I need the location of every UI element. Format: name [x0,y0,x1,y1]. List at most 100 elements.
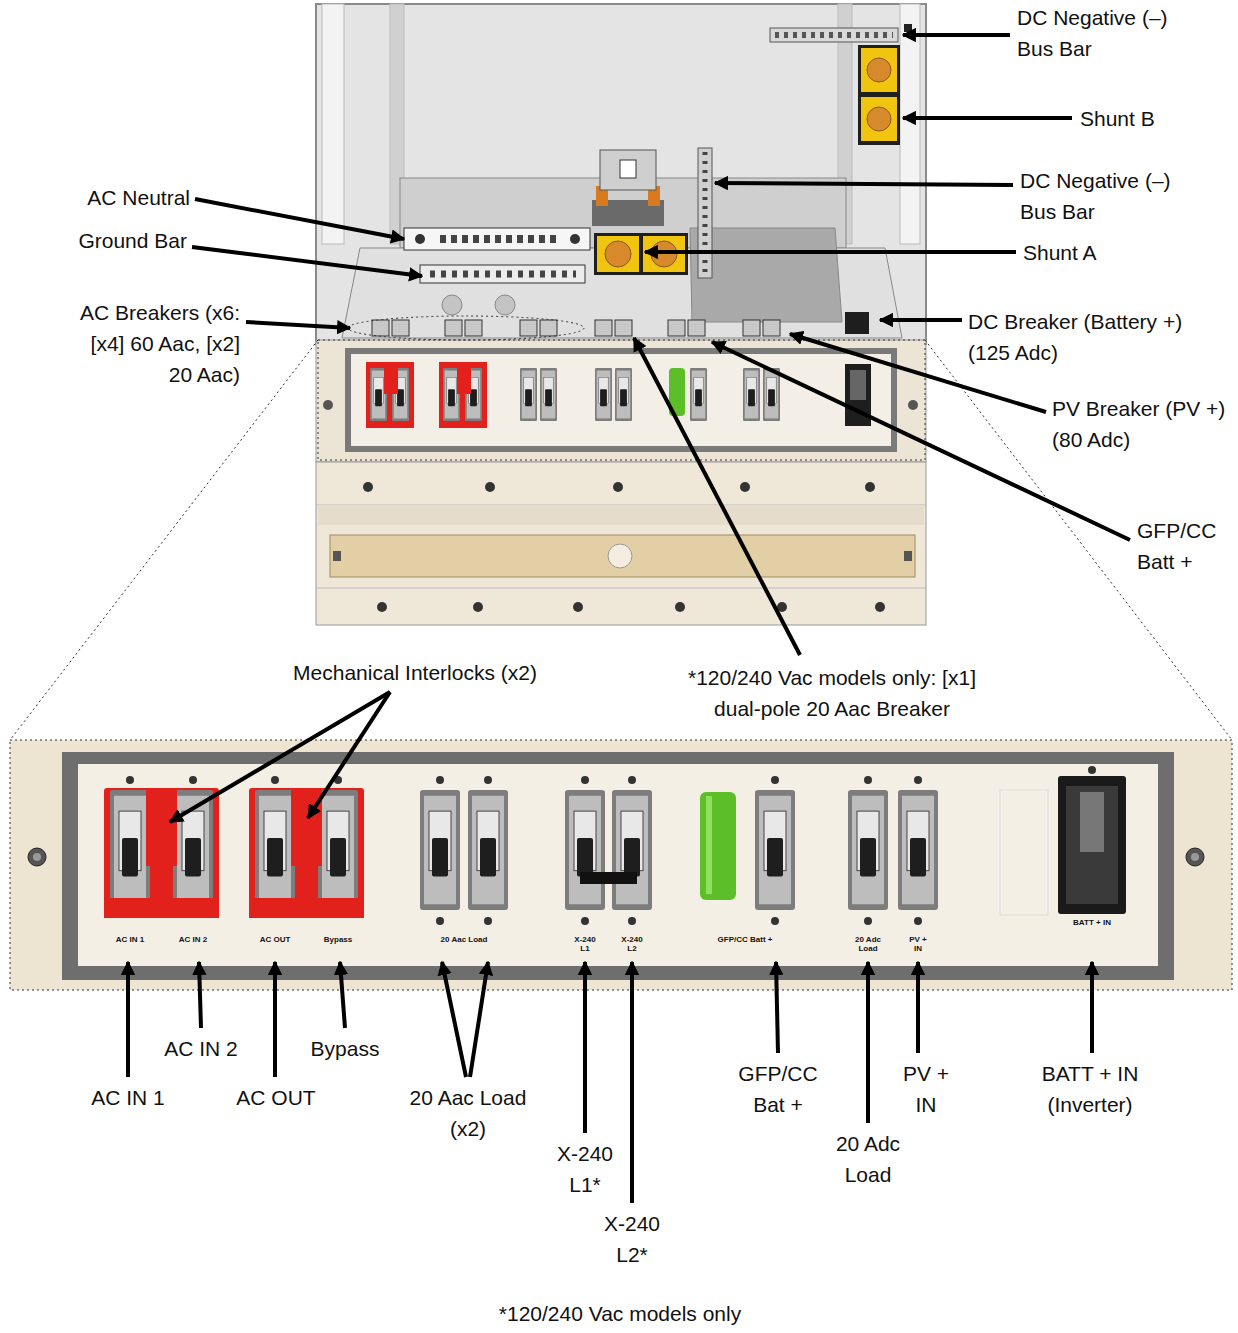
interlock [439,362,487,428]
breaker [690,368,707,421]
breaker [615,368,632,421]
callout-label: AC IN 1 [78,1082,178,1113]
callout-label: GFP/CC Bat + [732,1058,824,1120]
screw [570,234,580,244]
callout-label: BATT + IN (Inverter) [1033,1058,1148,1120]
knockout [442,295,462,315]
bus-bar-screws [703,152,708,274]
screw [436,917,444,925]
tie-bar [580,872,637,884]
breaker-top [392,320,409,336]
breaker [755,790,795,910]
screw [771,917,779,925]
breaker [540,368,557,421]
screw [581,776,589,784]
callout-label: 20 Aac Load (x2) [393,1082,543,1144]
interlock-plate [457,362,471,394]
breaker-screws [126,766,1096,925]
screw [864,917,872,925]
callout-label: DC Breaker (Battery +) (125 Adc) [968,306,1203,368]
interlock [249,788,364,918]
leader-arrow [634,338,800,655]
breaker-top [445,320,462,336]
screw [914,776,922,784]
plate [690,228,842,322]
rail [322,4,344,244]
leader-arrow [866,962,870,1123]
leader-arrow [645,250,1016,254]
callout-label: AC Neutral [20,182,190,213]
interlock [366,362,414,428]
component [600,150,656,190]
leader-arrow [776,962,778,1053]
leader-arrow [246,322,350,328]
interlock-plate [146,788,177,866]
neutral-bar [404,228,590,250]
callout-label: DC Negative (–) Bus Bar [1017,2,1202,64]
screw [573,602,583,612]
leader-arrow [880,318,962,322]
panel-frame [345,348,897,452]
callout-label: AC IN 2 [151,1033,251,1064]
leader-arrow [1090,962,1094,1053]
leader-arrow [442,962,466,1077]
component-window [620,160,636,178]
screw [581,917,589,925]
breaker [612,790,652,910]
leader-arrow [903,33,1010,37]
tab [904,24,912,32]
breaker-top [688,320,705,336]
screw [484,917,492,925]
breaker [898,790,938,910]
callout-label: Ground Bar [17,225,187,256]
leader-arrow [630,962,634,1203]
callout-label: Shunt A [1023,237,1143,268]
callout-label: AC OUT [226,1082,326,1113]
callout-label: Mechanical Interlocks (x2) [255,657,575,688]
screw [904,551,912,561]
screw [875,602,885,612]
panel-label: AC IN 1 [108,935,152,944]
screw [363,482,373,492]
leader-arrow [199,962,201,1028]
breaker-top [465,320,482,336]
screw [914,917,922,925]
leader-arrow [715,183,1013,185]
callout-label: Bypass [295,1033,395,1064]
bar-screws [440,235,560,243]
screw [415,234,425,244]
screw [740,482,750,492]
breaker [420,790,460,910]
lower-panel [316,462,926,625]
screw [271,776,279,784]
leader-arrow [470,962,488,1077]
panel-label: PV + IN [907,935,929,953]
screw-center [33,853,41,861]
panel-label: GFP/CC Batt + [705,935,785,944]
panel-label: AC OUT [253,935,297,944]
blank-outline [1000,790,1048,915]
dc-breaker-top [845,312,869,334]
shunt [858,45,900,145]
breaker-top [743,320,760,336]
screw [436,776,444,784]
panel-face [351,354,891,446]
breaker-top [668,320,685,336]
breaker [318,790,358,910]
breaker [763,368,780,421]
callout-label: Shunt B [1080,103,1200,134]
breaker-top [615,320,632,336]
breaker [110,790,150,910]
shunt-lug [605,241,631,267]
screw [1088,766,1096,774]
zoom-panel [10,740,1232,990]
shunt-plate [861,97,897,141]
cylinder-highlight [706,796,712,894]
footnote: *120/240 Vac models only [450,1298,790,1329]
interlock [104,788,219,918]
battery-breaker-face [1066,786,1118,904]
screw [1186,848,1204,866]
knockout [495,295,515,315]
breaker-top [595,320,612,336]
